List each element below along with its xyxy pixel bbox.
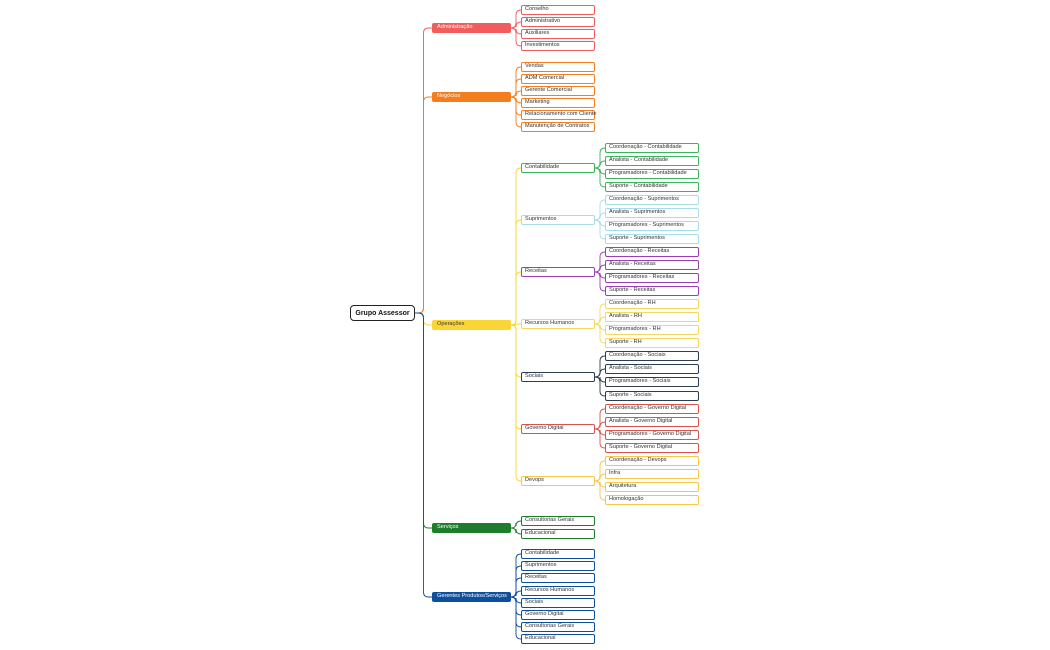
leaf-programadores-governo-digital[interactable]: Programadores - Governo Digital bbox=[605, 430, 699, 440]
node-administracao-administrativo[interactable]: Administrativo bbox=[521, 17, 595, 27]
node-operacoes-contabilidade[interactable]: Contabilidade bbox=[521, 163, 595, 173]
node-negocios-marketing[interactable]: Marketing bbox=[521, 98, 595, 108]
leaf-suporte-sociais[interactable]: Suporte - Sociais bbox=[605, 391, 699, 401]
node-operacoes-suprimentos[interactable]: Suprimentos bbox=[521, 215, 595, 225]
node-administracao-investimentos[interactable]: Investimentos bbox=[521, 41, 595, 51]
connector-root-gerentes-produtos-servicos bbox=[415, 312, 432, 598]
leaf-programadores-sociais[interactable]: Programadores - Sociais bbox=[605, 377, 699, 387]
connector-root-negocios bbox=[415, 96, 432, 314]
node-negocios-manutencao-de-contratos[interactable]: Manutenção de Contratos bbox=[521, 122, 595, 132]
node-gerentes-produtos-servicos-sociais[interactable]: Sociais bbox=[521, 598, 595, 608]
connector-suprimentos-analista-suprimentos bbox=[594, 212, 606, 221]
connector-devops-homologacao bbox=[594, 480, 606, 501]
node-operacoes-sociais[interactable]: Sociais bbox=[521, 372, 595, 382]
connector-contabilidade-analista-contabilidade bbox=[594, 160, 606, 169]
leaf-coordenacao-governo-digital[interactable]: Coordenação - Governo Digital bbox=[605, 404, 699, 414]
node-servicos-consultorias-gerais[interactable]: Consultorias Gerais bbox=[521, 516, 595, 526]
leaf-suporte-governo-digital[interactable]: Suporte - Governo Digital bbox=[605, 443, 699, 453]
leaf-programadores-contabilidade[interactable]: Programadores - Contabilidade bbox=[605, 169, 699, 179]
node-gerentes-produtos-servicos-receitas[interactable]: Receitas bbox=[521, 573, 595, 583]
leaf-analista-contabilidade[interactable]: Analista - Contabilidade bbox=[605, 156, 699, 166]
node-gerentes-produtos-servicos-governo-digital[interactable]: Governo Digital bbox=[521, 610, 595, 620]
node-negocios-adm-comercial[interactable]: ADM Comercial bbox=[521, 74, 595, 84]
connector-servicos-consultorias-gerais bbox=[510, 520, 522, 529]
leaf-coordenacao-devops[interactable]: Coordenação - Devops bbox=[605, 456, 699, 466]
root-node[interactable]: Grupo Assessor bbox=[350, 305, 415, 321]
leaf-programadores-receitas[interactable]: Programadores - Receitas bbox=[605, 273, 699, 283]
connector-suprimentos-suporte-suprimentos bbox=[594, 219, 606, 240]
leaf-infra[interactable]: Infra bbox=[605, 469, 699, 479]
leaf-coordenacao-rh[interactable]: Coordenação - RH bbox=[605, 299, 699, 309]
leaf-coordenacao-suprimentos[interactable]: Coordenação - Suprimentos bbox=[605, 195, 699, 205]
leaf-suporte-contabilidade[interactable]: Suporte - Contabilidade bbox=[605, 182, 699, 192]
connector-governo-digital-analista-governo-digital bbox=[594, 421, 606, 430]
connector-governo-digital-suporte-governo-digital bbox=[594, 428, 606, 449]
leaf-suporte-suprimentos[interactable]: Suporte - Suprimentos bbox=[605, 234, 699, 244]
connector-receitas-analista-receitas bbox=[594, 264, 606, 273]
connector-gerentes-produtos-servicos-educacional bbox=[510, 596, 522, 640]
connector-contabilidade-suporte-contabilidade bbox=[594, 167, 606, 188]
leaf-programadores-rh[interactable]: Programadores - RH bbox=[605, 325, 699, 335]
connector-sociais-analista-sociais bbox=[594, 368, 606, 378]
node-gerentes-produtos-servicos-contabilidade[interactable]: Contabilidade bbox=[521, 549, 595, 559]
leaf-coordenacao-contabilidade[interactable]: Coordenação - Contabilidade bbox=[605, 143, 699, 153]
node-gerentes-produtos-servicos-suprimentos[interactable]: Suprimentos bbox=[521, 561, 595, 571]
leaf-suporte-rh[interactable]: Suporte - RH bbox=[605, 338, 699, 348]
leaf-homologacao[interactable]: Homologação bbox=[605, 495, 699, 505]
connector-operacoes-receitas bbox=[510, 271, 522, 326]
branch-operacoes[interactable]: Operações bbox=[432, 320, 511, 330]
leaf-analista-sociais[interactable]: Analista - Sociais bbox=[605, 364, 699, 374]
node-negocios-vendas[interactable]: Vendas bbox=[521, 62, 595, 72]
leaf-analista-receitas[interactable]: Analista - Receitas bbox=[605, 260, 699, 270]
connector-operacoes-recursos-humanos bbox=[511, 323, 521, 326]
connector-negocios-manutencao-de-contratos bbox=[510, 96, 522, 128]
connector-recursos-humanos-analista-rh bbox=[594, 316, 606, 325]
connector-recursos-humanos-suporte-rh bbox=[594, 323, 606, 344]
leaf-analista-suprimentos[interactable]: Analista - Suprimentos bbox=[605, 208, 699, 218]
connector-administracao-investimentos bbox=[510, 27, 522, 47]
connector-devops-infra bbox=[594, 473, 606, 482]
leaf-programadores-suprimentos[interactable]: Programadores - Suprimentos bbox=[605, 221, 699, 231]
node-gerentes-produtos-servicos-educacional[interactable]: Educacional bbox=[521, 634, 595, 644]
connector-negocios-gerente-comercial bbox=[510, 90, 522, 98]
node-administracao-conselho[interactable]: Conselho bbox=[521, 5, 595, 15]
connector-receitas-suporte-receitas bbox=[594, 271, 606, 292]
connector-sociais-suporte-sociais bbox=[594, 376, 606, 397]
leaf-analista-governo-digital[interactable]: Analista - Governo Digital bbox=[605, 417, 699, 427]
connector-servicos-educacional bbox=[510, 527, 522, 535]
node-operacoes-governo-digital[interactable]: Governo Digital bbox=[521, 424, 595, 434]
node-gerentes-produtos-servicos-recursos-humanos[interactable]: Recursos Humanos bbox=[521, 586, 595, 596]
node-gerentes-produtos-servicos-consultorias-gerais[interactable]: Consultorias Gerais bbox=[521, 622, 595, 632]
node-operacoes-devops[interactable]: Devops bbox=[521, 476, 595, 486]
connector-operacoes-devops bbox=[510, 324, 522, 482]
branch-negocios[interactable]: Negócios bbox=[432, 92, 511, 102]
leaf-suporte-receitas[interactable]: Suporte - Receitas bbox=[605, 286, 699, 296]
connector-gerentes-produtos-servicos-recursos-humanos bbox=[510, 590, 522, 598]
node-operacoes-receitas[interactable]: Receitas bbox=[521, 267, 595, 277]
leaf-coordenacao-receitas[interactable]: Coordenação - Receitas bbox=[605, 247, 699, 257]
leaf-analista-rh[interactable]: Analista - RH bbox=[605, 312, 699, 322]
leaf-coordenacao-sociais[interactable]: Coordenação - Sociais bbox=[605, 351, 699, 361]
leaf-arquitetura[interactable]: Arquitetura bbox=[605, 482, 699, 492]
node-negocios-relacionamento-com-cliente[interactable]: Relacionamento com Cliente bbox=[521, 110, 597, 120]
branch-administracao[interactable]: Administração bbox=[432, 23, 511, 33]
branch-servicos[interactable]: Serviços bbox=[432, 523, 511, 533]
node-operacoes-recursos-humanos[interactable]: Recursos Humanos bbox=[521, 319, 595, 329]
node-administracao-auxiliares[interactable]: Auxiliares bbox=[521, 29, 595, 39]
node-servicos-educacional[interactable]: Educacional bbox=[521, 529, 595, 539]
branch-gerentes-produtos-servicos[interactable]: Gerentes Produtos/Serviços bbox=[432, 592, 511, 602]
connector-administracao-administrativo bbox=[510, 21, 522, 29]
node-negocios-gerente-comercial[interactable]: Gerente Comercial bbox=[521, 86, 595, 96]
